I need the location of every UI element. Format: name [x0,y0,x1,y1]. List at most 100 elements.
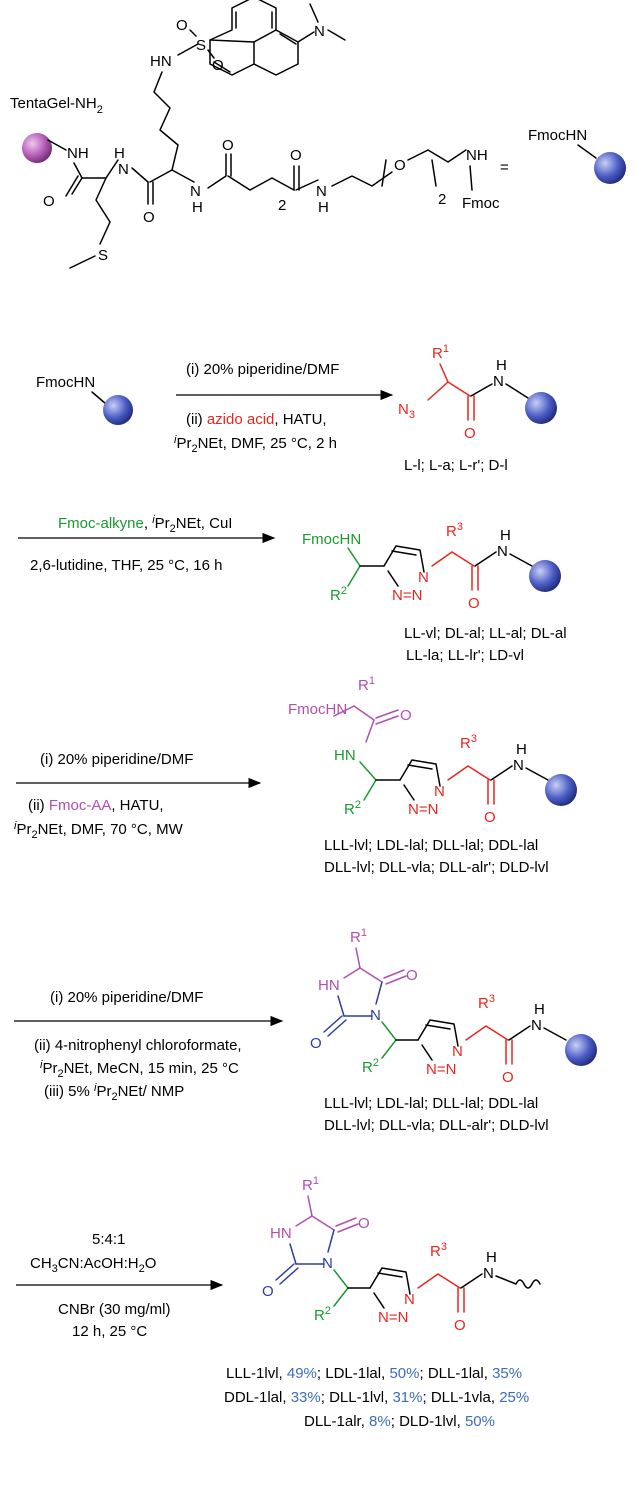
step1-condition-3: iPr2NEt, DMF, 25 °C, 2 h [174,434,337,455]
step3-r3: R3 [460,733,477,752]
step3-fmochn: FmocHN [288,701,347,718]
step-5: 5:4:1 CH3CN:AcOH:H2O CNBr (30 mg/ml) 12 … [16,1175,541,1430]
step4-r3: R3 [478,993,495,1012]
step5-amide-n: N [483,1265,494,1282]
sulfonyl-o-1: O [176,17,188,34]
step3-triazole-nn: N=N [408,801,438,818]
step3-carbonyl-o-2: O [484,809,496,826]
yields-line-2: DDL-1lal, 33%; DLL-1lvl, 31%; DLL-1vla, … [224,1389,529,1406]
step3-amide-n: N [513,757,524,774]
step1-amide-h: H [496,357,507,374]
step4-hydantoin-o-2: O [310,1035,322,1052]
step1-amide-n: N [493,373,504,390]
step5-yields: LLL-1lvl, 49%; LDL-1lal, 50%; DLL-1lal, … [224,1365,529,1430]
peg-o: O [394,157,406,174]
step4-hydantoin-o-1: O [406,967,418,984]
step4-products-line-2: DLL-lvl; DLL-vla; DLL-alr'; DLD-lvl [324,1117,549,1134]
step4-hydantoin-hn: HN [318,977,340,994]
step3-product-bead [545,774,577,806]
step5-amide-h: H [486,1249,497,1266]
amide-h-2: H [192,199,203,216]
carbonyl-o-4: O [290,147,302,164]
step3-hn: HN [334,747,356,764]
step2-amide-h: H [500,527,511,544]
step2-condition-1: Fmoc-alkyne, iPr2NEt, CuI [58,514,232,535]
step5-condition-3: CNBr (30 mg/ml) [58,1301,171,1318]
fmoc-label: Fmoc [462,195,500,212]
step5-triazole-nn: N=N [378,1309,408,1326]
step3-triazole-n1: N [434,783,445,800]
step2-product-bead [529,560,561,592]
step5-condition-2: CH3CN:AcOH:H2O [30,1255,156,1275]
dimethylamino-n: N [314,23,325,40]
step1-product-bead [525,392,557,424]
step5-hydantoin-o-2: O [262,1283,274,1300]
step3-product-structure: FmocHN R1 O HN R2 N=N N R3 O N [288,675,577,826]
carbonyl-o-2: O [143,209,155,226]
peg-count: 2 [438,191,446,208]
step2-condition-2: 2,6-lutidine, THF, 25 °C, 16 h [30,557,223,574]
sulfonyl-o-2: O [212,57,224,74]
step5-hydantoin-o-1: O [358,1215,370,1232]
carbonyl-o-3: O [222,137,234,154]
step-4: (i) 20% piperidine/DMF (ii) 4-nitropheny… [14,927,597,1134]
step4-carbonyl-o: O [502,1069,514,1086]
methylene-count-1: 2 [278,197,286,214]
yields-line-1: LLL-1lvl, 49%; LDL-1lal, 50%; DLL-1lal, … [226,1365,522,1382]
step3-products-line-2: DLL-lvl; DLL-vla; DLL-alr'; DLD-lvl [324,859,549,876]
step1-n3: N3 [398,401,415,421]
resin-bead-purple [22,133,52,163]
step4-condition-1: (i) 20% piperidine/DMF [50,989,203,1006]
step2-products-line-1: LL-vl; DL-al; LL-al; DL-al [404,625,567,642]
step4-triazole-n1: N [452,1043,463,1060]
step3-r1: R1 [358,675,375,694]
step-3: (i) 20% piperidine/DMF (ii) Fmoc-AA, HAT… [14,675,577,876]
amide-n-1: N [118,161,129,178]
step5-triazole-n1: N [404,1291,415,1308]
step4-products-line-1: LLL-lvl; LDL-lal; DLL-lal; DDL-lal [324,1095,538,1112]
step3-carbonyl-o-1: O [400,707,412,724]
step4-condition-3: iPr2NEt, MeCN, 15 min, 25 °C [40,1059,239,1080]
step2-r2: R2 [330,585,347,604]
step3-condition-1: (i) 20% piperidine/DMF [40,751,193,768]
step5-condition-1: 5:4:1 [92,1231,125,1248]
step2-triazole-n1: N [418,569,429,586]
step4-product-structure: R1 HN O N O R2 N=N N R3 [310,927,597,1086]
terminal-nh: NH [466,147,488,164]
step5-hydantoin-hn: HN [270,1225,292,1242]
step3-condition-2: (ii) Fmoc-AA, HATU, [28,797,164,814]
step4-r2: R2 [362,1057,379,1076]
step3-r2: R2 [344,799,361,818]
step2-r3: R3 [446,521,463,540]
step5-r1: R1 [302,1175,319,1194]
step2-carbonyl-o: O [468,595,480,612]
step1-condition-1: (i) 20% piperidine/DMF [186,361,339,378]
yields-line-3: DLL-1alr, 8%; DLD-1lvl, 50% [304,1413,495,1430]
step4-amide-n: N [531,1017,542,1034]
step2-product-structure: FmocHN R2 N=N N R3 O N H [302,521,561,612]
step1-carbonyl-o: O [464,425,476,442]
resin-bead-blue [594,152,626,184]
amide-n-3: N [316,183,327,200]
step4-condition-4: (iii) 5% iPr2NEt/ NMP [44,1082,184,1103]
dansyl-naphthalene: N [209,0,346,76]
carbonyl-o-1: O [43,193,55,210]
step5-r2: R2 [314,1305,331,1324]
resin-structure: TentaGel-NH2 NH O H N S O N H HN S O O [10,0,626,269]
sulfonamide-hn: HN [150,53,172,70]
step4-hydantoin-n: N [370,1007,381,1024]
step5-hydantoin-n: N [322,1255,333,1272]
step2-triazole-nn: N=N [392,587,422,604]
equals-sign: = [500,159,509,176]
step5-carbonyl-o: O [454,1317,466,1334]
step1-r1: R1 [432,343,449,362]
step1-product-structure: R1 N3 O N H [398,343,557,442]
step2-amide-n: N [497,543,508,560]
step4-condition-2: (ii) 4-nitrophenyl chloroformate, [34,1037,242,1054]
step4-amide-h: H [534,1001,545,1018]
step1-condition-2: (ii) azido acid, HATU, [186,411,327,428]
step5-product-structure: R1 HN O N O R2 N=N N R3 [262,1175,541,1334]
step4-triazole-nn: N=N [426,1061,456,1078]
step-1: FmocHN (i) 20% piperidine/DMF (ii) azido… [36,343,557,474]
